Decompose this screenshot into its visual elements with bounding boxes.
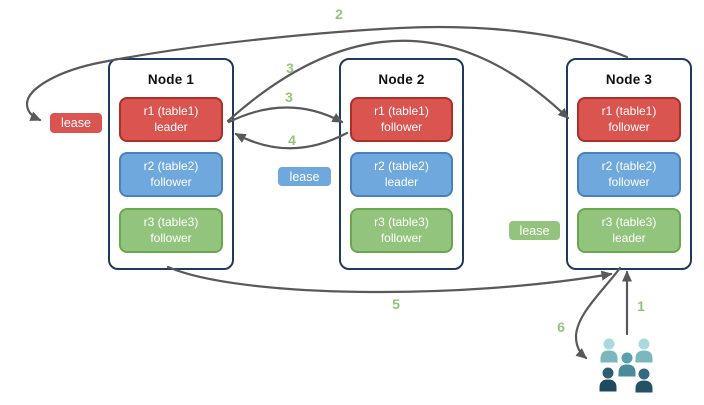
node-2-replica-r2: r2 (table2) leader [350,152,453,197]
step-label-6: 6 [557,319,565,335]
person-icon [638,368,650,380]
node-3-replica-r1: r1 (table1) follower [577,97,681,142]
node-1-replica-r2: r2 (table2) follower [119,152,223,197]
arrow-step-3-to-node2 [227,106,344,124]
node-3-title: Node 3 [605,72,653,87]
person-icon [599,379,617,392]
replica-label: r1 (table1) [601,103,657,118]
person-icon [635,350,653,363]
lease-badge-r1: lease [49,112,103,134]
replica-label: r2 (table2) [143,158,199,173]
replica-role: follower [380,230,423,245]
step-label-2: 2 [335,6,343,22]
node-3-replica-r2: r2 (table2) follower [577,152,681,197]
clients-people-icon [599,338,653,393]
replica-label: r2 (table2) [374,158,429,173]
step-label-1: 1 [637,298,645,314]
node-3-box: Node 3 r1 (table1) follower r2 (table2) … [566,58,692,270]
replica-label: r3 (table3) [143,214,199,229]
replica-role: follower [608,174,650,189]
replica-role: leader [384,174,419,189]
node-2-box: Node 2 r1 (table1) follower r2 (table2) … [339,58,464,270]
person-icon [621,352,633,364]
person-icon [638,338,650,350]
node-1-replica-r3: r3 (table3) follower [119,208,223,253]
replica-role: follower [380,119,423,134]
replica-role: leader [154,119,188,134]
person-icon [600,350,618,363]
replica-label: r1 (table1) [143,103,199,118]
replica-role: leader [612,230,646,245]
person-icon [603,338,615,350]
step-label-3a: 3 [286,60,294,76]
replica-role: follower [150,230,192,245]
step-label-4: 4 [288,132,296,148]
lease-badge-r3: lease [508,220,561,241]
replica-label: r3 (table3) [374,214,429,229]
person-icon [602,367,614,379]
replica-role: follower [150,174,192,189]
replica-label: r3 (table3) [601,214,657,229]
replica-role: follower [608,119,650,134]
replica-label: r1 (table1) [374,103,429,118]
node-2-replica-r1: r1 (table1) follower [350,97,453,142]
replica-label: r2 (table2) [601,158,657,173]
step-label-3b: 3 [285,89,293,105]
node-1-box: Node 1 r1 (table1) leader r2 (table2) fo… [108,58,234,270]
lease-badge-r2: lease [277,166,332,187]
arrow-step-6 [574,266,622,360]
node-3-replica-r3: r3 (table3) leader [577,208,681,253]
person-icon [635,380,653,393]
node-2-replica-r3: r3 (table3) follower [350,208,453,253]
node-1-replica-r1: r1 (table1) leader [119,97,223,142]
node-2-title: Node 2 [378,72,425,87]
arrow-step-5 [166,265,613,294]
person-icon [618,364,636,377]
node-1-title: Node 1 [147,72,195,87]
step-label-5: 5 [392,296,400,312]
